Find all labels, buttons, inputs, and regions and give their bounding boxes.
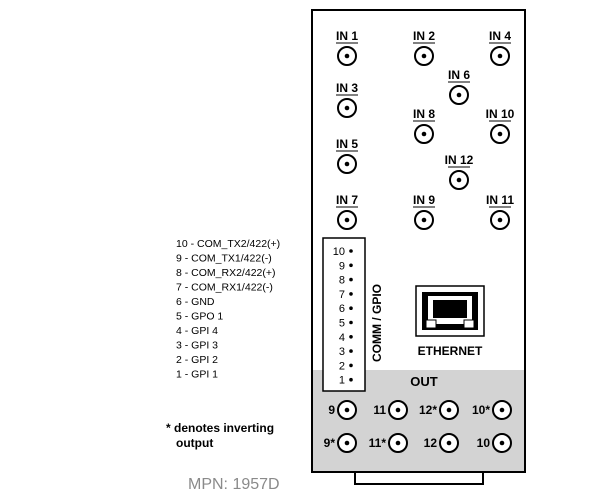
- output-bnc-connector-icon: [439, 400, 459, 420]
- gpio-pin-number: 5: [339, 318, 345, 330]
- output-label: 9: [328, 403, 335, 417]
- input-bnc-connector-icon: [490, 124, 510, 144]
- gpio-pin-number: 2: [339, 360, 345, 372]
- output-connectors: 9 11 12* 10* 9* 11* 12 10: [324, 400, 512, 453]
- input-bnc-connector-icon: [449, 170, 469, 190]
- gpio-connector-block: [322, 237, 366, 392]
- output-bnc-connector-icon: [337, 400, 357, 420]
- gpio-pin-dot: [349, 263, 353, 268]
- input-bnc-connector-icon: [449, 85, 469, 105]
- gpio-pin-dot: [349, 249, 353, 253]
- output-label: 11: [373, 403, 386, 417]
- input-label-12: IN 11: [486, 193, 514, 207]
- mpn-label: MPN: 1957D: [188, 476, 280, 493]
- input-bnc-connector-icon: [414, 210, 434, 230]
- input-bnc-connector-icon: [337, 210, 357, 230]
- input-label-10: IN 7: [336, 193, 358, 207]
- gpio-pin-description: 9 - COM_TX1/422(-): [176, 253, 272, 265]
- gpio-pin-dot: [349, 363, 353, 368]
- note-line-2: output: [176, 436, 213, 450]
- gpio-pin-number: 3: [339, 346, 345, 358]
- gpio-pin-descriptions: 10 - COM_TX2/422(+) 9 - COM_TX1/422(-) 8 -…: [176, 238, 280, 381]
- gpio-pin-description: 3 - GPI 3: [176, 340, 218, 352]
- gpio-pin-description: 10 - COM_TX2/422(+): [176, 238, 280, 250]
- gpio-pin-number: 8: [339, 275, 345, 287]
- input-label-4: IN 6: [448, 68, 470, 82]
- gpio-pin-number: 7: [339, 289, 345, 301]
- output-bnc-connector-icon: [492, 433, 512, 453]
- input-bnc-connector-icon: [490, 46, 510, 66]
- output-label: 12*: [419, 403, 437, 417]
- output-label: 10: [477, 436, 491, 450]
- gpio-pin-description: 2 - GPI 2: [176, 354, 218, 366]
- gpio-pin-dot: [349, 292, 353, 296]
- output-bnc-connector-icon: [439, 433, 459, 453]
- input-bnc-connector-icon: [414, 124, 434, 144]
- gpio-pin-number: 6: [339, 303, 345, 315]
- output-bnc-connector-icon: [388, 433, 408, 453]
- input-connectors: IN 1 IN 2 IN 4 IN 6 IN 3 IN 8 IN 10 IN 5 IN 12 IN…: [336, 29, 515, 230]
- gpio-pin-description: 6 - GND: [176, 296, 215, 308]
- input-label-8: IN 5: [336, 137, 358, 151]
- out-title: OUT: [410, 374, 438, 389]
- output-bnc-connector-icon: [388, 400, 408, 420]
- input-label-9: IN 12: [445, 153, 474, 167]
- panel-bottom-tab: [354, 472, 484, 485]
- note-line-1: * denotes inverting: [166, 421, 274, 435]
- output-label: 11*: [369, 436, 387, 450]
- output-label: 12: [424, 436, 438, 450]
- gpio-pin-number: 1: [339, 375, 345, 387]
- input-label-5: IN 3: [336, 81, 358, 95]
- gpio-pin-dot: [349, 277, 353, 282]
- gpio-pin-description: 4 - GPI 4: [176, 325, 218, 337]
- output-bnc-connector-icon: [337, 433, 357, 453]
- gpio-pin-dot: [349, 349, 353, 353]
- input-bnc-connector-icon: [414, 46, 434, 66]
- gpio-title: COMM / GPIO: [370, 284, 384, 362]
- gpio-pin-dot: [349, 377, 353, 382]
- input-label-2: IN 2: [413, 29, 435, 43]
- gpio-pin-dot: [349, 306, 353, 311]
- gpio-pin-number: 10: [333, 246, 345, 258]
- input-bnc-connector-icon: [337, 154, 357, 174]
- input-label-3: IN 4: [489, 29, 511, 43]
- input-label-1: IN 1: [336, 29, 358, 43]
- gpio-pin-description: 1 - GPI 1: [176, 369, 218, 381]
- gpio-pins: 10 9 8 7 6 5 4 3 2 1: [333, 246, 353, 387]
- input-bnc-connector-icon: [337, 46, 357, 66]
- gpio-pin-description: 5 - GPO 1: [176, 311, 223, 323]
- input-label-6: IN 8: [413, 107, 435, 121]
- gpio-pin-dot: [349, 335, 353, 339]
- output-label: 9*: [324, 436, 336, 450]
- input-label-7: IN 10: [486, 107, 515, 121]
- ethernet-label: ETHERNET: [418, 344, 483, 358]
- input-bnc-connector-icon: [337, 98, 357, 118]
- output-label: 10*: [472, 403, 490, 417]
- gpio-pin-description: 7 - COM_RX1/422(-): [176, 282, 273, 294]
- gpio-pin-dot: [349, 320, 353, 325]
- input-bnc-connector-icon: [490, 210, 510, 230]
- gpio-pin-description: 8 - COM_RX2/422(+): [176, 267, 276, 279]
- input-label-11: IN 9: [413, 193, 435, 207]
- gpio-pin-number: 9: [339, 260, 345, 272]
- output-bnc-connector-icon: [492, 400, 512, 420]
- gpio-pin-number: 4: [339, 332, 345, 344]
- ethernet-port: [415, 285, 485, 337]
